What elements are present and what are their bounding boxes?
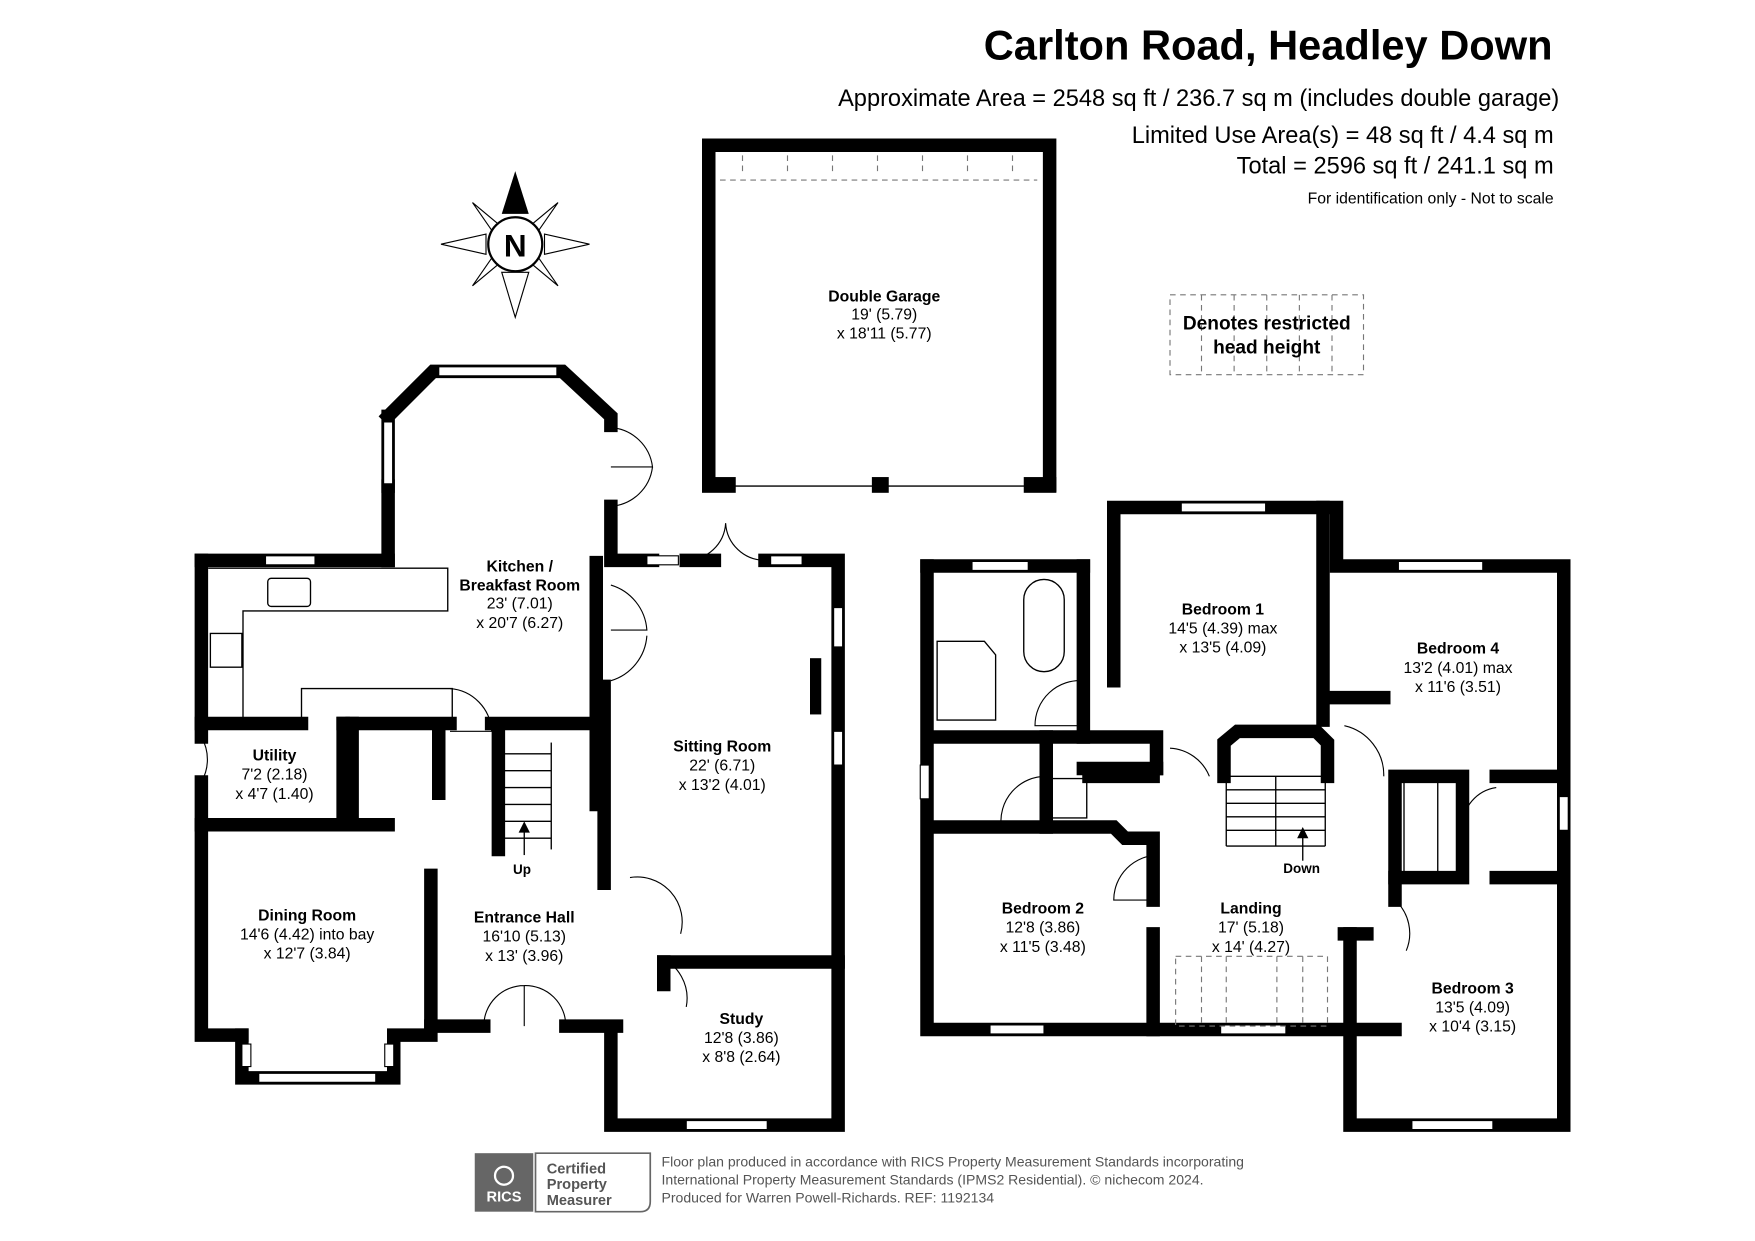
bedroom-3-name: Bedroom 3 xyxy=(1431,980,1514,997)
footer-line1: Floor plan produced in accordance with R… xyxy=(662,1154,1244,1170)
compass-north-label: N xyxy=(504,228,527,264)
limited-use-area: Limited Use Area(s) = 48 sq ft / 4.4 sq … xyxy=(1132,123,1554,149)
stairs-down-label: Down xyxy=(1283,861,1320,876)
garage-name: Double Garage xyxy=(828,289,940,306)
footer-line2: International Property Measurement Stand… xyxy=(662,1172,1204,1188)
kitchen-name-line2: Breakfast Room xyxy=(459,578,580,595)
property-title: Carlton Road, Headley Down xyxy=(984,22,1553,69)
ground-floor: Up Kitchen / Breakfast Room 23' (7.01) x… xyxy=(194,364,845,1132)
bedroom-1-name: Bedroom 1 xyxy=(1182,601,1265,618)
landing-dim1: 17' (5.18) xyxy=(1218,920,1284,937)
bedroom-1-dim1: 14'5 (4.39) max xyxy=(1168,620,1277,637)
badge-line2: Property xyxy=(547,1177,608,1193)
rics-badge: RICS Certified Property Measurer xyxy=(474,1152,652,1213)
kitchen-dim1: 23' (7.01) xyxy=(487,596,553,613)
utility-dim2: x 4'7 (1.40) xyxy=(235,786,313,803)
restricted-height-legend: Denotes restricted head height xyxy=(1169,294,1365,376)
total-area: Total = 2596 sq ft / 241.1 sq m xyxy=(1237,153,1554,179)
landing-name: Landing xyxy=(1220,901,1281,918)
garage-dim1: 19' (5.79) xyxy=(851,307,917,324)
stairs-down-arrow-icon xyxy=(1297,826,1309,839)
sitting-room-dim1: 22' (6.71) xyxy=(689,758,755,775)
sitting-room-dim2: x 13'2 (4.01) xyxy=(679,777,766,794)
entrance-hall-name: Entrance Hall xyxy=(474,910,575,927)
bedroom-4-name: Bedroom 4 xyxy=(1417,641,1500,658)
legend-line1: Denotes restricted xyxy=(1183,314,1351,335)
entrance-hall-dim1: 16'10 (5.13) xyxy=(482,929,566,946)
kitchen-name-line1: Kitchen / xyxy=(486,559,553,576)
rics-logo-text: RICS xyxy=(487,1190,522,1206)
first-floor: Down Bedroom 1 14'5 (4.39) max x 13'5 (4… xyxy=(919,500,1571,1132)
utility-name: Utility xyxy=(253,748,297,765)
bedroom-4-dim1: 13'2 (4.01) max xyxy=(1404,660,1513,677)
disclaimer: For identification only - Not to scale xyxy=(1308,191,1554,208)
bedroom-2-dim1: 12'8 (3.86) xyxy=(1005,920,1080,937)
study-dim2: x 8'8 (2.64) xyxy=(702,1049,780,1066)
badge-line3: Measurer xyxy=(547,1193,612,1209)
study-dim1: 12'8 (3.86) xyxy=(704,1030,779,1047)
badge-line1: Certified xyxy=(547,1161,606,1177)
legend-line2: head height xyxy=(1213,337,1321,358)
sitting-room-name: Sitting Room xyxy=(673,739,771,756)
garage-dim2: x 18'11 (5.77) xyxy=(837,326,932,343)
stairs-up-arrow-icon xyxy=(518,821,530,833)
bedroom-2-dim2: x 11'5 (3.48) xyxy=(1000,939,1086,956)
bedroom-2-name: Bedroom 2 xyxy=(1002,901,1085,918)
approximate-area: Approximate Area = 2548 sq ft / 236.7 sq… xyxy=(838,86,1559,112)
stairs-up-label: Up xyxy=(513,862,531,877)
footer-line3: Produced for Warren Powell-Richards. REF… xyxy=(662,1190,995,1206)
study-name: Study xyxy=(719,1011,763,1028)
compass-icon: N xyxy=(440,171,590,320)
entrance-hall-dim2: x 13' (3.96) xyxy=(485,948,563,965)
dining-room-dim1: 14'6 (4.42) into bay xyxy=(240,926,374,943)
dining-room-dim2: x 12'7 (3.84) xyxy=(264,946,351,963)
bedroom-4-dim2: x 11'6 (3.51) xyxy=(1415,679,1501,696)
bedroom-1-dim2: x 13'5 (4.09) xyxy=(1179,640,1266,657)
dining-room-name: Dining Room xyxy=(258,907,356,924)
kitchen-dim2: x 20'7 (6.27) xyxy=(476,615,563,632)
landing-dim2: x 14' (4.27) xyxy=(1212,939,1290,956)
bedroom-3-dim1: 13'5 (4.09) xyxy=(1435,1000,1510,1017)
rics-lion-icon xyxy=(493,1165,515,1186)
bedroom-3-dim2: x 10'4 (3.15) xyxy=(1429,1019,1516,1036)
utility-dim1: 7'2 (2.18) xyxy=(241,767,307,784)
double-garage: Double Garage 19' (5.79) x 18'11 (5.77) xyxy=(702,138,1057,493)
